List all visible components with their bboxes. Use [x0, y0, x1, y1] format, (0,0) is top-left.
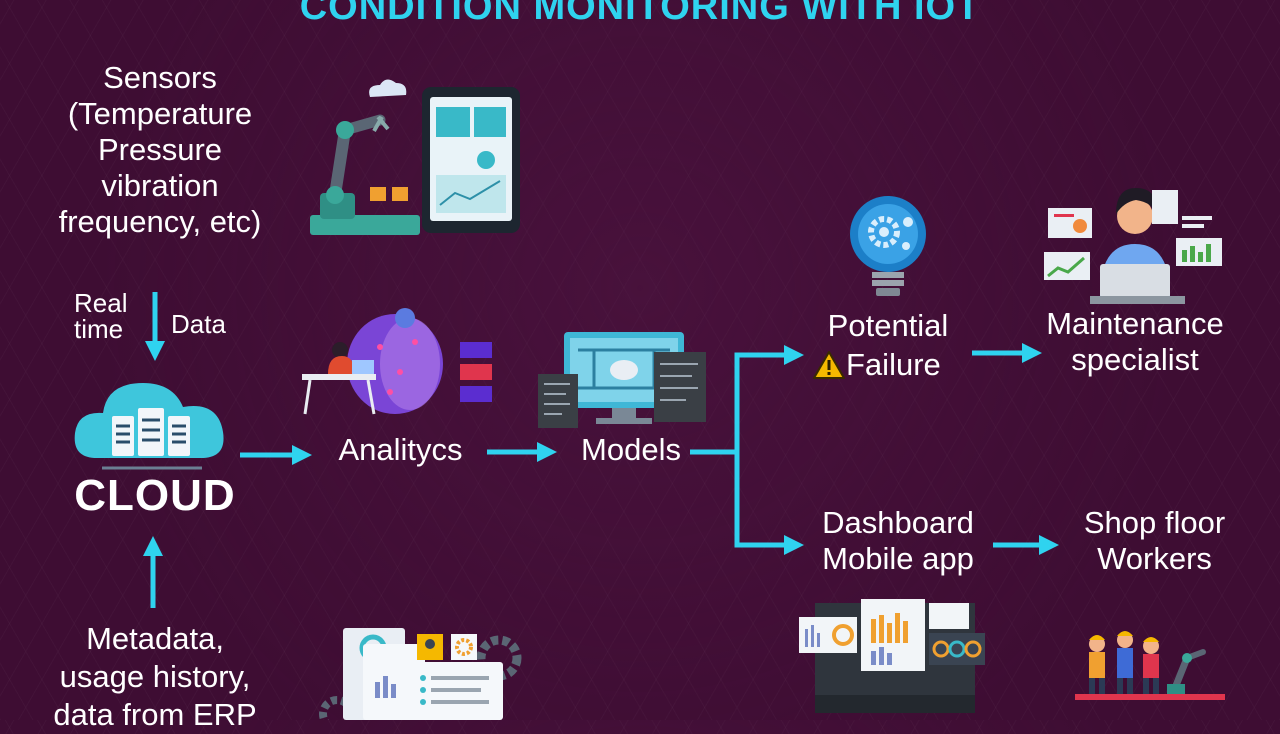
sensors-line-2: (Temperature — [67, 96, 253, 131]
potential-label: Potential — [827, 308, 949, 343]
realtime-line-2: time — [74, 314, 124, 344]
failure-label: Failure — [846, 347, 941, 382]
models-label: Models — [581, 432, 681, 467]
arrow-models-to-failure — [690, 345, 804, 455]
shopfloor-line-2: Workers — [1097, 541, 1212, 576]
data-label: Data — [171, 309, 226, 339]
warning-icon — [813, 351, 845, 379]
maintenance-label: Maintenance specialist — [1015, 306, 1255, 378]
page-title: CONDITION MONITORING WITH IOT — [299, 0, 981, 28]
maintenance-line-1: Maintenance — [1046, 306, 1224, 341]
metadata-label: Metadata, usage history, data from ERP — [25, 620, 285, 734]
cloud-label: CLOUD — [74, 471, 236, 520]
robot-arm-tablet-icon — [310, 79, 520, 235]
maintenance-person-icon — [1044, 188, 1222, 304]
cloud-server-icon — [74, 383, 224, 470]
dashboard-line-2: Mobile app — [822, 541, 974, 576]
metadata-line-2: usage history, — [59, 659, 251, 694]
sensors-line-4: vibration — [101, 168, 219, 203]
metadata-line-1: Metadata, — [86, 621, 224, 656]
metadata-line-3: data from ERP — [53, 697, 257, 732]
realtime-line-1: Real — [74, 288, 128, 318]
realtime-label: Real time — [74, 290, 144, 342]
maintenance-line-2: specialist — [1071, 342, 1199, 377]
documents-gear-icon — [319, 628, 522, 720]
sensors-line-1: Sensors — [103, 60, 217, 95]
analytics-label: Analitycs — [338, 432, 463, 467]
shopfloor-label: Shop floor Workers — [1052, 505, 1257, 577]
arrow-models-to-dashboard — [734, 452, 804, 555]
shop-workers-icon — [1075, 631, 1225, 700]
sensors-line-3: Pressure — [97, 132, 223, 167]
sensors-line-5: frequency, etc) — [58, 204, 262, 239]
shopfloor-line-1: Shop floor — [1083, 505, 1226, 540]
model-screen-icon — [538, 332, 706, 428]
dashboard-line-1: Dashboard — [822, 505, 974, 540]
lightbulb-gear-icon — [850, 196, 926, 296]
brain-analyst-icon — [302, 308, 492, 415]
sensors-label: Sensors (Temperature Pressure vibration … — [30, 60, 290, 240]
dashboard-screens-icon — [799, 599, 985, 713]
dashboard-label: Dashboard Mobile app — [798, 505, 998, 577]
